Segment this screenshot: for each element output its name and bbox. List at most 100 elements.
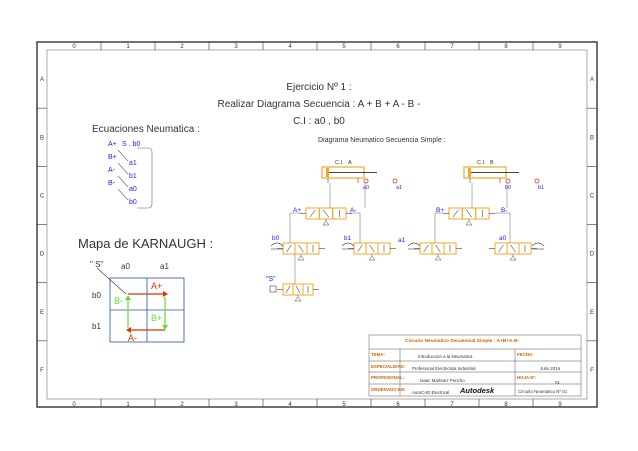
karnaugh-col-a1: a1 xyxy=(160,262,169,271)
cylinder-a-sensor-0-label: a0 xyxy=(363,185,369,191)
frame-row-F: F xyxy=(40,368,44,374)
start-valve xyxy=(277,283,319,302)
karnaugh-a-plus: A+ xyxy=(151,281,163,291)
frame-col-5: 5 xyxy=(342,44,346,50)
cylinder-a: C.I. Aa0 a1 xyxy=(321,160,402,191)
frame-row-right-D: D xyxy=(590,252,595,258)
tb-fecha-label: FECHA: xyxy=(517,352,534,357)
frame-col-bottom-9: 9 xyxy=(558,402,562,408)
cylinder-b-ci: C.I. xyxy=(477,160,486,166)
start-label: "S" xyxy=(266,276,276,283)
equation-right-0: S . b0 xyxy=(122,141,141,148)
karnaugh-col-a0: a0 xyxy=(121,262,130,271)
tb-especialidad-value: Profesional Electricista Industrial xyxy=(412,366,476,371)
frame-row-right-A: A xyxy=(590,77,594,83)
frame-col-bottom-0: 0 xyxy=(72,402,76,408)
start-pushbutton xyxy=(269,285,277,293)
roller-a0 xyxy=(531,242,545,250)
limit-valve-b0 xyxy=(277,242,325,261)
equation-left-3: B- xyxy=(108,180,115,187)
frame-row-B: B xyxy=(40,135,44,141)
frame-col-0: 0 xyxy=(72,44,76,50)
roller-b0 xyxy=(270,242,284,250)
valve-b-plus-label: B+ xyxy=(436,207,444,214)
frame-col-6: 6 xyxy=(396,44,400,50)
valve-b-minus-label: B- xyxy=(501,207,508,214)
frame-col-7: 7 xyxy=(450,44,454,50)
cylinder-a-label: A xyxy=(348,160,352,166)
cylinder-b-sensor-0-label: b0 xyxy=(505,185,511,191)
tb-tema-value: Introduccion a la Neumatica xyxy=(418,354,473,359)
equations-graph xyxy=(117,147,153,209)
diagram-title: Diagrama Neumatico Secuencia Simple : xyxy=(318,137,446,144)
valve-b xyxy=(443,207,495,226)
karnaugh-row-b0: b0 xyxy=(92,291,101,300)
frame-col-bottom-4: 4 xyxy=(288,402,292,408)
frame-col-bottom-1: 1 xyxy=(126,402,130,408)
frame-row-E: E xyxy=(40,310,44,316)
frame-col-4: 4 xyxy=(288,44,292,50)
frame-row-right-C: C xyxy=(590,193,595,199)
initial-conditions: C.I : a0 , b0 xyxy=(293,116,345,127)
frame-col-bottom-6: 6 xyxy=(396,402,400,408)
equation-left-1: B+ xyxy=(108,154,117,161)
valve-a xyxy=(300,207,352,226)
limit-valve-b1 xyxy=(348,242,396,261)
cylinder-a-sensor-1-label: a1 xyxy=(396,185,402,191)
equations-title: Ecuaciones Neumatica : xyxy=(92,124,200,135)
frame-row-right-E: E xyxy=(590,310,594,316)
equation-right-3: a0 xyxy=(129,186,137,193)
cylinder-b-sensor-1 xyxy=(534,178,540,184)
cylinder-b-sensor-0 xyxy=(505,178,511,184)
karnaugh-signal-label: " S" xyxy=(90,260,104,269)
tb-profesional-label: PROFESIONAL: xyxy=(371,375,405,380)
title-block xyxy=(368,334,582,397)
tb-plano-value: Circuito Neumatico Nº 01 xyxy=(518,389,568,394)
tb-hoja-value: 01 xyxy=(555,380,560,385)
limit-valve-a0 xyxy=(489,242,537,261)
karnaugh-title: Mapa de KARNAUGH : xyxy=(78,236,214,251)
tb-main-title: Circuito Neumatico Secuencial Simple : A… xyxy=(405,339,520,344)
cylinder-a-sensor-0 xyxy=(363,178,369,184)
cylinder-a-sensor-1 xyxy=(392,178,398,184)
karnaugh-b-minus: B- xyxy=(114,296,123,306)
frame-col-3: 3 xyxy=(234,44,238,50)
valve-a-plus-label: A+ xyxy=(293,207,301,214)
tb-ordenado-value: AutoCAD Electrical xyxy=(412,390,450,395)
tb-especialidad-label: ESPECIALIDAD: xyxy=(371,364,406,369)
roller-b1 xyxy=(341,242,355,250)
cylinder-b-label: B xyxy=(490,160,494,166)
frame-row-C: C xyxy=(40,193,45,199)
equation-right-4: b0 xyxy=(129,199,137,206)
karnaugh-b-plus: B+ xyxy=(151,313,163,323)
cylinder-a-ci: C.I. xyxy=(335,160,344,166)
frame-col-bottom-7: 7 xyxy=(450,402,454,408)
frame-col-9: 9 xyxy=(558,44,562,50)
equation-left-2: A- xyxy=(108,167,115,174)
exercise-title: Ejercicio Nº 1 : xyxy=(286,82,352,93)
equation-right-2: b1 xyxy=(129,173,137,180)
limit-b0-label: b0 xyxy=(272,235,280,242)
roller-a1 xyxy=(407,242,421,250)
limit-b1-label: b1 xyxy=(344,235,352,242)
valve-a-minus-label: A- xyxy=(350,207,357,214)
karnaugh-grid xyxy=(109,277,185,343)
frame-col-1: 1 xyxy=(126,44,130,50)
tb-profesional-value: Isaac Martinez Pericho xyxy=(420,378,465,383)
limit-a0-label: a0 xyxy=(499,235,507,242)
frame-col-bottom-5: 5 xyxy=(342,402,346,408)
exercise-statement: Realizar Diagrama Secuencia : A + B + A … xyxy=(217,99,421,110)
equation-right-1: a1 xyxy=(129,160,137,167)
karnaugh-row-b1: b1 xyxy=(92,322,101,331)
tb-hoja-label: HOJA Nº: xyxy=(517,375,537,380)
frame-row-D: D xyxy=(40,252,45,258)
frame-col-bottom-3: 3 xyxy=(234,402,238,408)
tb-fecha-value: Julio 2016 xyxy=(540,366,561,371)
equation-left-0: A+ xyxy=(108,141,117,148)
karnaugh-arrows xyxy=(96,267,168,333)
frame-row-A: A xyxy=(40,77,44,83)
karnaugh-a-minus: A- xyxy=(128,333,137,343)
